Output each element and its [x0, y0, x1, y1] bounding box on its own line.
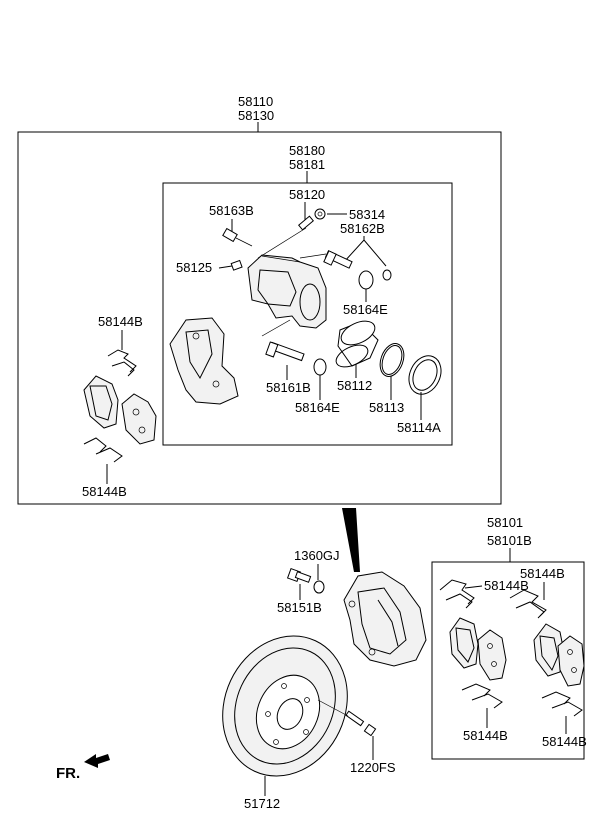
label-58101B: 58101B [487, 533, 532, 548]
cap-58314 [314, 208, 326, 220]
bleeder-1360GJ [313, 580, 325, 594]
pad-clip-left-bottom [83, 437, 123, 463]
label-58144B-right-4: 58144B [542, 734, 587, 749]
guide-pin-58120 [298, 215, 314, 231]
bolt-58125 [230, 259, 243, 271]
label-58180: 58180 [289, 143, 325, 158]
label-58314: 58314 [349, 207, 385, 222]
pad-clip-right-bottom-right [541, 691, 583, 717]
brake-pad-right-2 [477, 629, 507, 681]
dust-boot-58114A [408, 355, 442, 395]
pad-clip-right-top-left [439, 579, 475, 609]
label-58144B-right-3: 58144B [463, 728, 508, 743]
label-1360GJ: 1360GJ [294, 548, 340, 563]
label-1220FS: 1220FS [350, 760, 396, 775]
label-58130: 58130 [238, 108, 274, 123]
brake-pad-right-4 [557, 635, 585, 687]
label-58161B: 58161B [266, 380, 311, 395]
label-58110: 58110 [238, 94, 273, 109]
brake-pad-right-1 [449, 617, 479, 669]
label-58163B: 58163B [209, 203, 254, 218]
label-58181: 58181 [289, 157, 325, 172]
bolt-58151B [286, 567, 312, 583]
caliper-carrier-bracket [169, 317, 239, 405]
label-58164E-top: 58164E [343, 302, 388, 317]
label-58125: 58125 [176, 260, 212, 275]
caliper-housing [247, 227, 327, 329]
brake-pad-left-inner [121, 393, 157, 445]
outer-assembly-box [17, 131, 502, 505]
label-51712: 51712 [244, 796, 280, 811]
guide-bolt-58161B [261, 319, 327, 376]
label-58164E-bottom: 58164E [295, 400, 340, 415]
bleeder-58163B [222, 227, 253, 247]
label-58112: 58112 [337, 378, 372, 393]
label-58144B-left-top: 58144B [98, 314, 143, 329]
brake-disc-51712 [222, 635, 348, 777]
label-58113: 58113 [369, 400, 404, 415]
label-58144B-right-2: 58144B [520, 566, 565, 581]
guide-bolt-58162B [299, 250, 392, 290]
piston-58112 [335, 320, 379, 368]
label-58114A: 58114A [397, 420, 441, 435]
front-direction-arrow-icon [84, 754, 110, 768]
caliper-assembled [343, 571, 427, 667]
screw-1220FS [317, 699, 377, 737]
label-58101: 58101 [487, 515, 523, 530]
pad-clip-left-top [107, 349, 137, 377]
seal-ring-58113 [379, 343, 405, 377]
brake-pad-left-outer [83, 375, 119, 429]
label-58151B: 58151B [277, 600, 322, 615]
brake-pad-right-3 [533, 623, 565, 677]
label-58144B-right-1: 58144B [484, 578, 529, 593]
front-label: FR. [56, 765, 80, 782]
pad-clip-right-top-right [509, 589, 547, 619]
pad-clip-right-bottom-left [461, 683, 503, 709]
leader-wedge [342, 508, 360, 572]
label-58144B-left-bottom: 58144B [82, 484, 127, 499]
label-58120: 58120 [289, 187, 325, 202]
label-58162B: 58162B [340, 221, 385, 236]
